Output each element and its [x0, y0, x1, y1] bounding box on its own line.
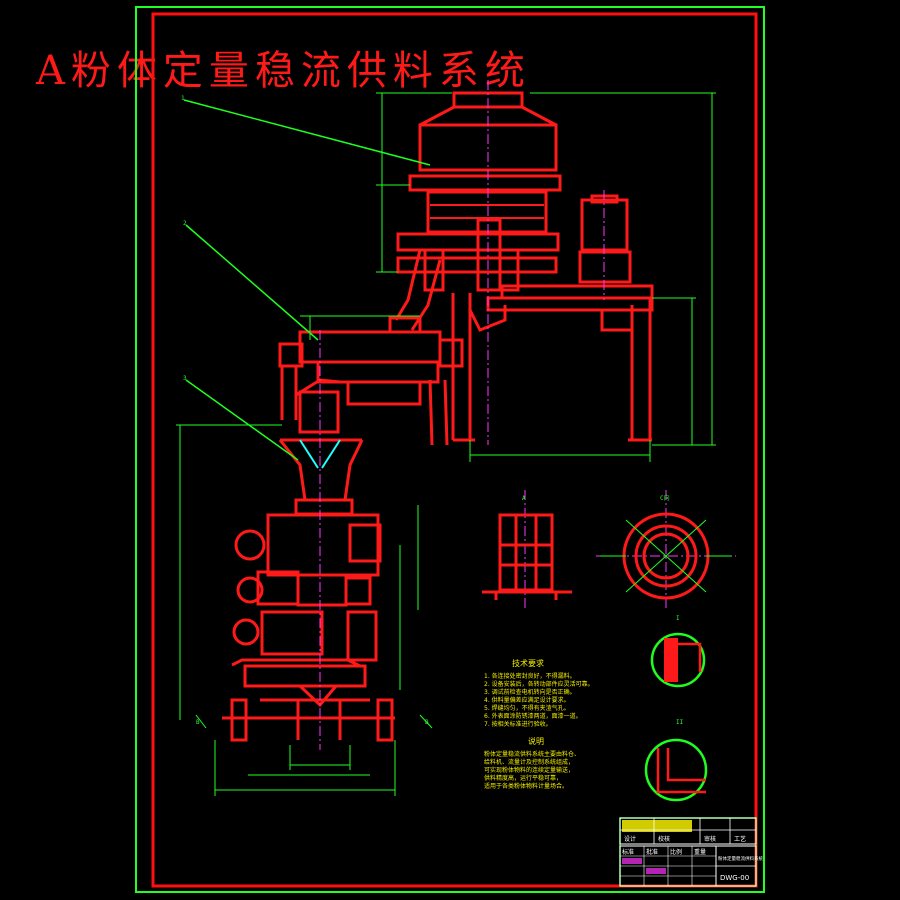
description: 说明 粉体定量稳流供料系统主要由料仓、 给料机、流量计及控制系统组成， 可实现粉…: [484, 736, 580, 790]
detail-1-label: I: [676, 615, 680, 622]
tb-drawing-no: DWG-00: [720, 874, 749, 882]
tech-req-line: 3. 调试前检查电机转向是否正确。: [484, 688, 576, 696]
description-line: 给料机、流量计及控制系统组成，: [484, 758, 574, 766]
tech-req-title: 技术要求: [512, 658, 544, 668]
dimension-lines: [176, 92, 716, 796]
tech-req-line: 5. 焊缝均匀，不得有夹渣气孔。: [484, 704, 570, 712]
leader-lines: [183, 99, 431, 461]
feeder-assembly: [278, 330, 464, 446]
part-label-3: 3: [183, 375, 187, 382]
part-label-2: 2: [183, 220, 187, 227]
tb-cell: 重量: [694, 848, 706, 856]
tb-cell: 审核: [704, 835, 716, 843]
tech-req-line: 6. 外表面涂防锈漆两道，面漆一道。: [484, 712, 582, 720]
detail-2: [644, 738, 708, 802]
description-line: 供料精度高，运行平稳可靠，: [484, 774, 562, 782]
silo-assembly: [396, 91, 654, 442]
detail-1: [650, 632, 706, 688]
technical-requirements: 技术要求 1. 各连接处密封良好，不得漏料。 2. 设备安装后，各转动部件应灵活…: [484, 658, 594, 728]
tech-req-line: 7. 按相关标准进行验收。: [484, 720, 552, 728]
funnel: [278, 438, 364, 501]
section-view-a: [482, 513, 572, 600]
description-title: 说明: [528, 736, 544, 746]
tb-cell: 工艺: [734, 835, 746, 843]
section-marker-b-right: B: [425, 719, 429, 726]
description-line: 适用于各类粉体物料计量场合。: [484, 782, 568, 790]
view-c-label: C向: [660, 494, 670, 502]
tb-cell: 校核: [658, 835, 670, 843]
tech-req-line: 1. 各连接处密封良好，不得漏料。: [484, 672, 576, 680]
view-c-spokes: [600, 519, 732, 593]
tech-req-line: 2. 设备安装后，各转动部件应灵活可靠。: [484, 680, 594, 688]
tb-cell: 批准: [646, 848, 658, 856]
description-line: 可实现粉体物料的连续定量输送，: [484, 766, 574, 774]
description-line: 粉体定量稳流供料系统主要由料仓、: [484, 750, 580, 758]
title-block: 设计 校核 审核 工艺 标准 批准 比例 重量 粉体定量稳流供料系统 DWG-0…: [619, 817, 763, 887]
tb-drawing-name: 粉体定量稳流供料系统: [718, 855, 763, 862]
outer-frame-green: [135, 6, 765, 893]
tb-cell: 设计: [624, 835, 636, 843]
tech-req-line: 4. 供料量偏差应满足设计要求。: [484, 696, 570, 704]
view-a-label: A: [522, 495, 526, 502]
section-marker-b-left: B: [196, 719, 200, 726]
part-label-1: 1: [181, 95, 185, 102]
detail-2-label: II: [676, 719, 684, 726]
inner-frame-red: [151, 12, 758, 888]
funnel-cyan: [299, 439, 341, 469]
tb-cell: 标准: [622, 848, 634, 856]
tb-cell: 比例: [670, 848, 682, 856]
lower-feeder-assembly: [222, 498, 395, 742]
drawing-title: A粉体定量稳流供料系统: [36, 48, 531, 94]
